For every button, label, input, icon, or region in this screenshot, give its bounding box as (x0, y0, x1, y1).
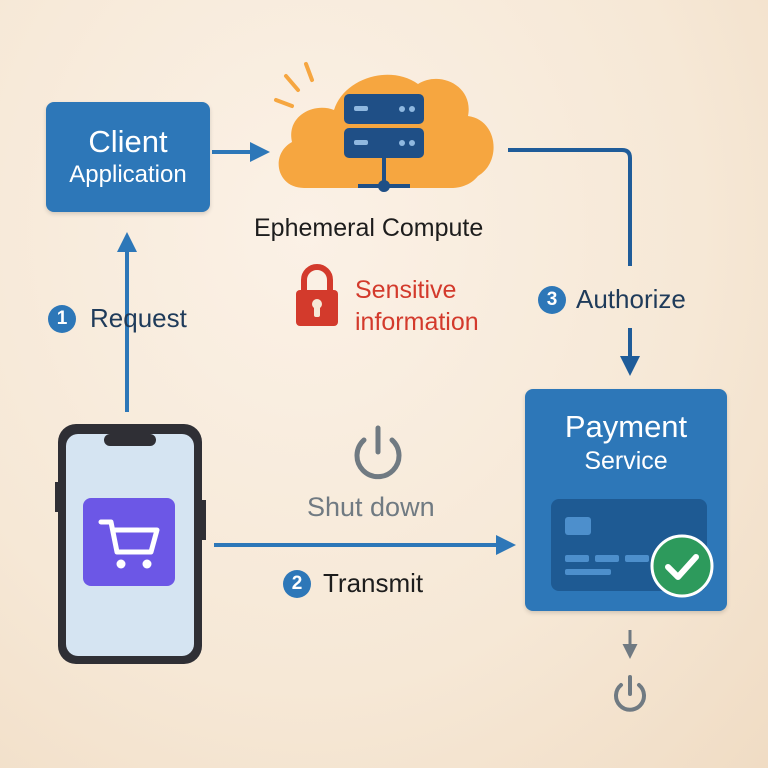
power-icon-small (614, 675, 646, 712)
power-icon (354, 425, 402, 480)
step-label-transmit: Transmit (323, 568, 424, 598)
step-authorize: 3 Authorize (538, 284, 686, 315)
sensitive-line2: information (355, 308, 479, 336)
shutdown-label: Shut down (307, 492, 435, 522)
payment-title: Payment (564, 409, 688, 444)
step-label-authorize: Authorize (576, 284, 686, 314)
cart-icon[interactable] (83, 498, 175, 586)
step-number-2: 2 (283, 569, 311, 598)
lock-icon (296, 264, 338, 326)
payment-subtitle: Service (584, 447, 668, 475)
check-icon (650, 534, 714, 598)
step-transmit: 2 Transmit (283, 568, 423, 599)
cloud-server-icon (274, 62, 494, 192)
client-subtitle: Application (69, 161, 187, 188)
compute-label: Ephemeral Compute (254, 214, 484, 242)
client-application-box[interactable]: Client Application (46, 102, 210, 212)
sensitive-line1: Sensitive (355, 276, 457, 304)
step-number-1: 1 (48, 304, 76, 333)
step-number-3: 3 (538, 285, 566, 314)
sensitive-info-label: Sensitive information (355, 274, 479, 338)
step-request: 1 Request (48, 303, 187, 334)
payment-service-box[interactable]: Payment Service (525, 389, 727, 611)
arrow-authorize (508, 148, 632, 266)
client-title: Client (88, 124, 168, 159)
step-label-request: Request (90, 303, 187, 333)
